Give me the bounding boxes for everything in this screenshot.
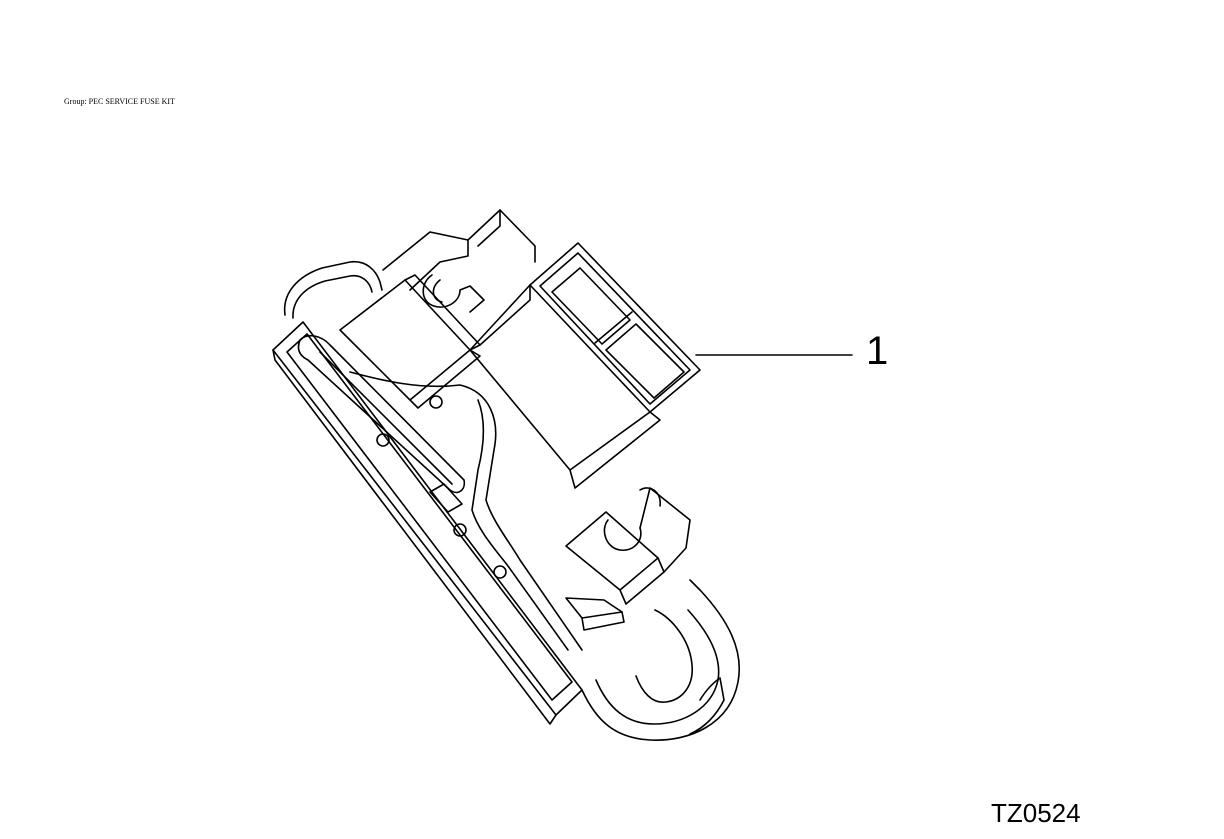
locking-arm <box>349 371 583 651</box>
mount-hole-1 <box>376 433 390 447</box>
lower-clip-side <box>619 557 665 605</box>
upper-block-bottom <box>409 349 481 409</box>
bottom-lip-edge <box>581 611 625 631</box>
fuse-cartridge-body-left <box>469 284 531 351</box>
upper-clip-slot <box>422 274 485 313</box>
mount-hole-2 <box>453 523 467 537</box>
base-plate-outline <box>272 321 583 716</box>
base-plate-edge <box>272 349 557 725</box>
lower-clip-notch <box>639 487 661 507</box>
fuse-cartridge-pocket-b <box>605 323 685 399</box>
lower-end-rim <box>689 677 725 735</box>
mount-hole-upper <box>429 395 443 409</box>
bottom-lip <box>565 597 623 619</box>
upper-end-cap <box>283 260 383 316</box>
fuse-cartridge-rib <box>479 284 531 346</box>
callout-number-1: 1 <box>866 329 889 373</box>
locking-arm-inner <box>471 399 569 651</box>
base-plate-inner <box>286 333 573 701</box>
top-tab-left <box>382 231 469 291</box>
upper-end-cap-inner <box>292 274 373 319</box>
long-slot <box>297 334 466 494</box>
lower-clip-tab <box>639 487 691 573</box>
lower-end-slot <box>635 609 693 703</box>
fuse-cartridge-divider <box>594 311 633 344</box>
group-label: Group: PEC SERVICE FUSE KIT <box>64 97 175 106</box>
fuse-cartridge-pocket-a <box>551 267 631 345</box>
upper-block-side <box>404 274 481 351</box>
fuse-cartridge-top <box>529 242 701 413</box>
long-slot-inner <box>319 351 453 485</box>
small-slot-1 <box>429 483 463 513</box>
lower-clip-slot <box>603 519 642 551</box>
fuse-cartridge-front <box>569 411 661 489</box>
top-tab-right <box>467 209 536 263</box>
drawing-code: TZ0524 <box>991 798 1081 828</box>
lower-clip-block <box>565 511 659 591</box>
lower-end-cap <box>581 579 740 741</box>
top-tab-edge <box>477 209 501 247</box>
lower-end-cap-inner <box>595 609 720 725</box>
fuse-cartridge-top-inner <box>539 252 691 405</box>
upper-block <box>339 279 471 401</box>
mount-hole-3 <box>493 565 507 579</box>
